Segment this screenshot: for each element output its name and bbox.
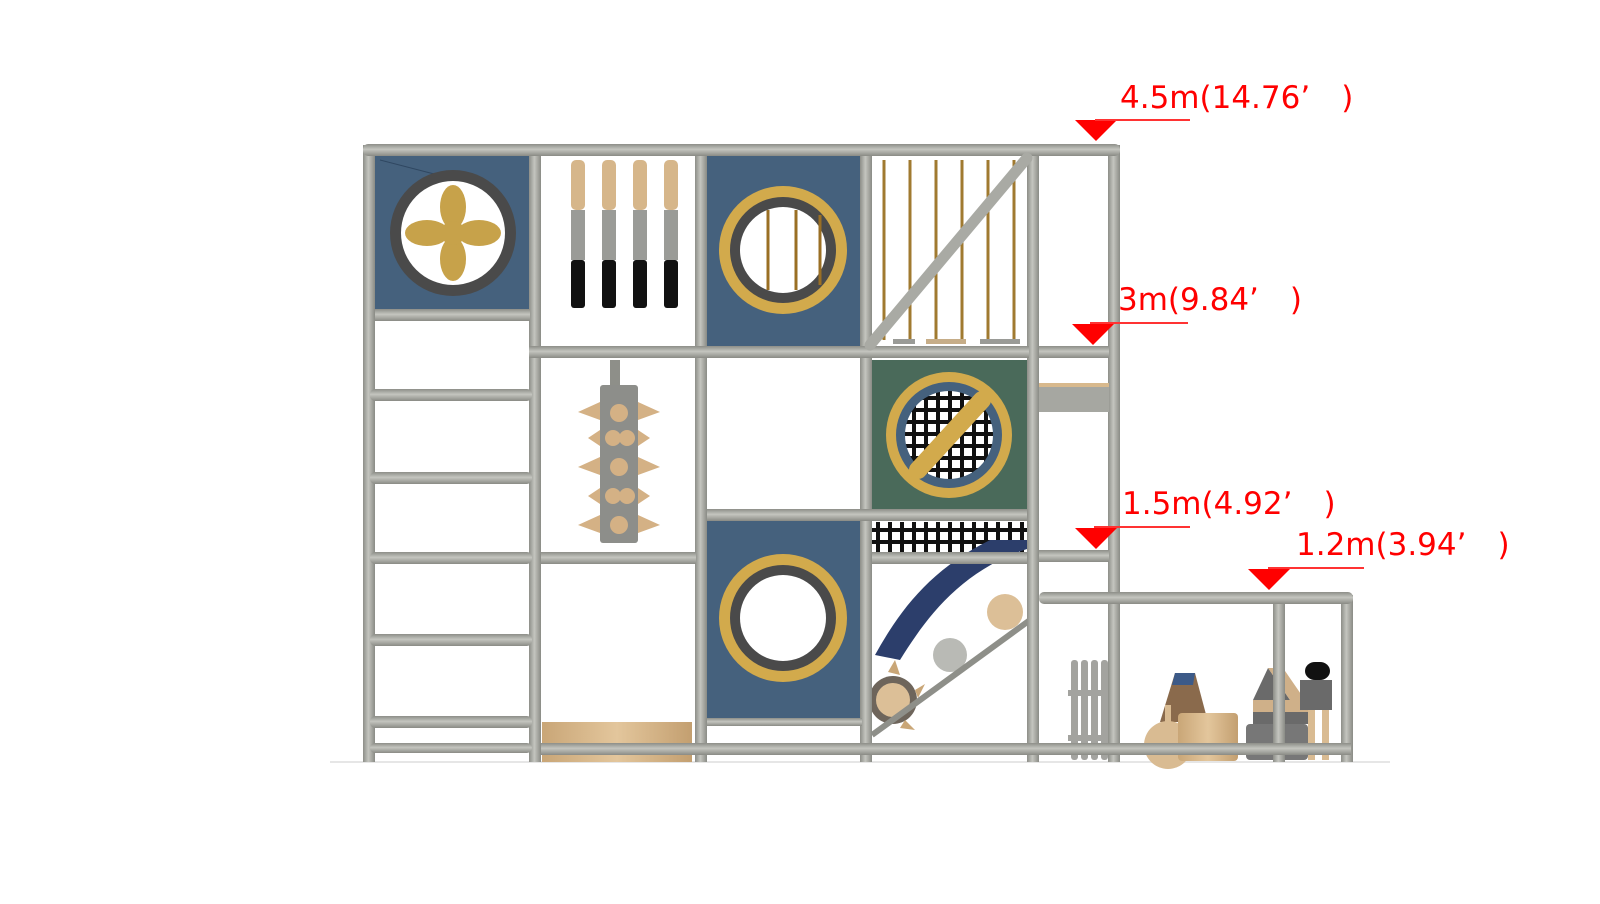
hanging-peg-bars [571,160,678,308]
propeller-panel [374,155,529,310]
dimension-leader-line [1268,567,1364,569]
wooden-ball-pit [542,722,692,762]
triangle-marker-icon [1072,324,1114,345]
porthole-panel-bottom [707,518,860,723]
triangle-marker-icon [1248,569,1290,590]
dimension-leader-line [1090,322,1188,324]
dimension-label: 3m(9.84’ ) [1118,282,1302,318]
spiked-roller [578,360,660,543]
triangle-marker-icon [1075,120,1117,141]
porthole-panel-top [707,150,860,348]
picket-fence [1068,660,1110,760]
propeller-icon [405,185,501,281]
steel-frame [363,144,1353,762]
climbing-ramp [869,594,1032,738]
rope-bridge [882,160,1016,340]
tube-slide [875,540,1030,660]
dimension-label: 1.2m(3.94’ ) [1296,527,1510,563]
net-porthole-panel [872,360,1027,510]
triangle-marker-icon [1075,528,1117,549]
dimension-label: 4.5m(14.76’ ) [1120,80,1354,116]
dimension-label: 1.5m(4.92’ ) [1122,486,1336,522]
dimension-leader-line [1095,119,1190,121]
dimension-leader-line [1094,526,1190,528]
